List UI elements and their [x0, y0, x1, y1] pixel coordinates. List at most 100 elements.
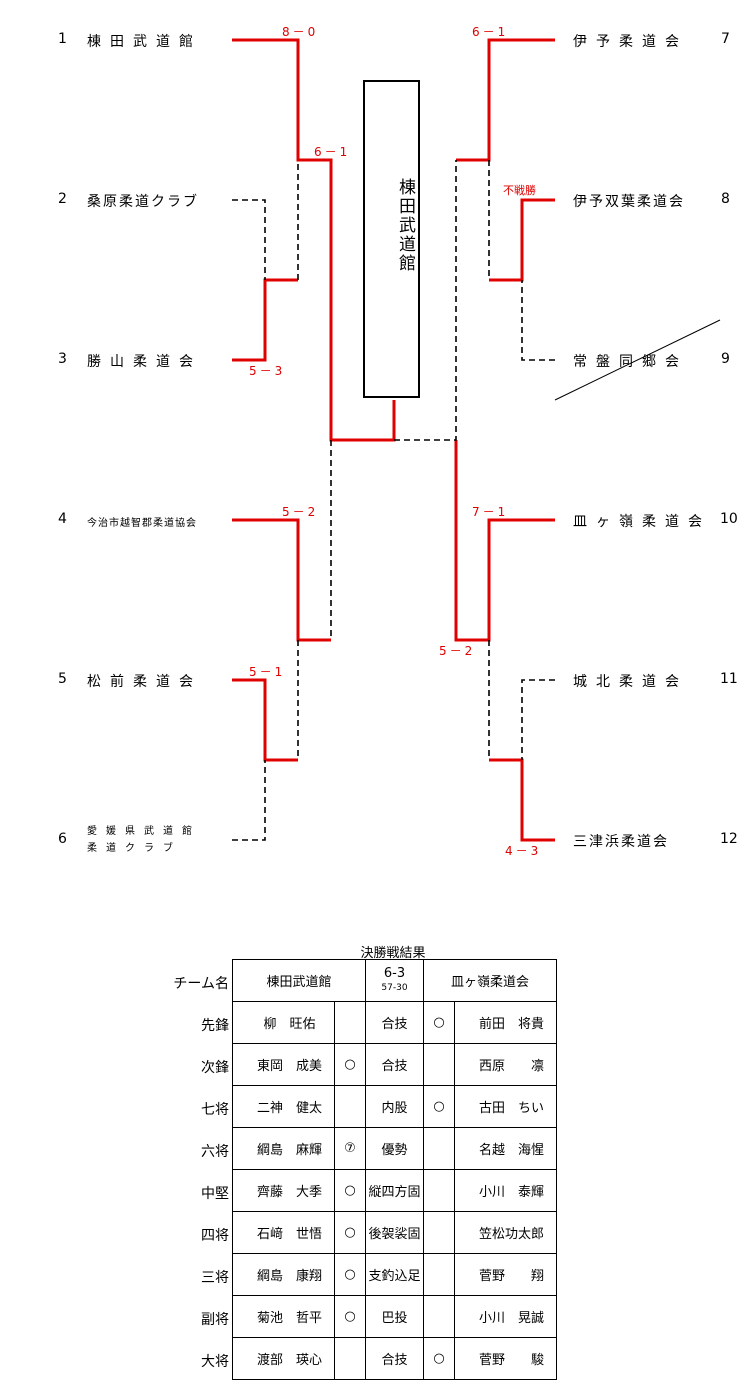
- score-match1: 8－0: [282, 25, 319, 39]
- team-name-10: 皿ヶ嶺柔道会: [573, 514, 711, 530]
- mark-b: ○: [423, 1337, 455, 1380]
- line-team12-win: [489, 758, 555, 842]
- champion-box: 棟田武道館: [363, 80, 420, 398]
- mark-a: ⑦: [334, 1127, 366, 1170]
- line-team6-lose: [232, 760, 266, 841]
- technique: 優勢: [365, 1127, 424, 1170]
- team-name-9: 常盤同郷会: [573, 354, 688, 370]
- team-name-4: 今治市越智郡柔道協会: [87, 518, 197, 529]
- player-a: 綱島 麻輝: [232, 1127, 335, 1170]
- team-num-9: 9: [721, 351, 730, 367]
- score-match10: 7－1: [472, 505, 509, 519]
- player-a: 綱島 康翔: [232, 1253, 335, 1296]
- team-b-name: 皿ヶ嶺柔道会: [423, 959, 557, 1002]
- line-team7-win: [456, 38, 555, 162]
- mark-a: ○: [334, 1211, 366, 1254]
- team-name-5: 松前柔道会: [87, 674, 202, 690]
- result-table: 棟田武道館 6-3 57-30 皿ヶ嶺柔道会 柳 旺佑 合技 ○ 前田 将貴 東…: [232, 959, 557, 1380]
- position-label: 先鋒: [201, 1018, 229, 1034]
- score-match5: 5－1: [249, 665, 286, 679]
- technique: 支釣込足: [365, 1253, 424, 1296]
- player-a: 二神 健太: [232, 1085, 335, 1128]
- mark-a: [334, 1085, 366, 1128]
- technique: 合技: [365, 1001, 424, 1044]
- team-name-12: 三津浜柔道会: [573, 834, 669, 850]
- score-match12: 4－3: [505, 844, 542, 858]
- mark-b: [423, 1127, 455, 1170]
- player-b: 古田 ちい: [454, 1085, 557, 1128]
- team-num-3: 3: [58, 351, 67, 367]
- player-a: 東岡 成美: [232, 1043, 335, 1086]
- team-num-6: 6: [58, 831, 67, 847]
- player-a: 渡部 瑛心: [232, 1337, 335, 1380]
- team-name-6-line1: 愛媛県武道館: [87, 826, 201, 837]
- technique: 後袈裟固: [365, 1211, 424, 1254]
- bracket-lines: [232, 38, 721, 842]
- line-team3-win: [232, 278, 298, 362]
- player-a: 石﨑 世悟: [232, 1211, 335, 1254]
- team-num-7: 7: [721, 31, 730, 47]
- line-team4-win: [232, 518, 331, 642]
- player-b: 菅野 翔: [454, 1253, 557, 1296]
- position-label: 大将: [201, 1354, 229, 1370]
- player-b: 名越 海惺: [454, 1127, 557, 1170]
- team-num-8: 8: [721, 191, 730, 207]
- player-b: 小川 泰輝: [454, 1169, 557, 1212]
- team-name-11: 城北柔道会: [573, 674, 688, 690]
- mark-a: ○: [334, 1295, 366, 1338]
- line-team2-lose: [232, 199, 266, 280]
- line-team8-win: [489, 198, 555, 282]
- team-label: チーム名: [173, 976, 229, 992]
- strike-line-team9: [554, 319, 721, 401]
- team-num-5: 5: [58, 671, 67, 687]
- position-label: 三将: [201, 1270, 229, 1286]
- score-match7: 6－1: [472, 25, 509, 39]
- player-a: 菊池 哲平: [232, 1295, 335, 1338]
- table-row: 二神 健太 内股 ○ 古田 ちい: [232, 1085, 557, 1128]
- team-num-12: 12: [720, 831, 738, 847]
- champion-name: 棟田武道館: [395, 178, 415, 273]
- final-score: 6-3 57-30: [365, 959, 424, 1002]
- player-a: 齊藤 大季: [232, 1169, 335, 1212]
- team-name-2: 桑原柔道クラブ: [87, 194, 199, 210]
- mark-b: [423, 1295, 455, 1338]
- table-row: 東岡 成美 ○ 合技 西原 凛: [232, 1043, 557, 1086]
- mark-b: ○: [423, 1001, 455, 1044]
- player-b: 西原 凛: [454, 1043, 557, 1086]
- mark-a: [334, 1337, 366, 1380]
- mark-a: ○: [334, 1253, 366, 1296]
- player-b: 笠松功太郎: [454, 1211, 557, 1254]
- line-team5-win: [232, 678, 298, 762]
- mark-a: ○: [334, 1043, 366, 1086]
- mark-b: [423, 1043, 455, 1086]
- score-match4: 5－2: [282, 505, 319, 519]
- score-semi-left-top: 6－1: [314, 145, 351, 159]
- mark-b: [423, 1253, 455, 1296]
- table-row: 石﨑 世悟 ○ 後袈裟固 笠松功太郎: [232, 1211, 557, 1254]
- team-num-10: 10: [720, 511, 738, 527]
- technique: 内股: [365, 1085, 424, 1128]
- team-a-name: 棟田武道館: [232, 959, 366, 1002]
- team-num-11: 11: [720, 671, 738, 687]
- team-name-1: 棟田武道館: [87, 34, 202, 50]
- line-team10-win: [454, 440, 555, 642]
- team-name-6: 愛媛県武道館 柔道クラブ: [87, 823, 201, 857]
- technique: 縦四方固: [365, 1169, 424, 1212]
- player-b: 菅野 駿: [454, 1337, 557, 1380]
- team-num-2: 2: [58, 191, 67, 207]
- line-final-right-lose: [394, 160, 457, 441]
- position-label: 七将: [201, 1102, 229, 1118]
- position-label: 中堅: [201, 1186, 229, 1202]
- technique: 合技: [365, 1337, 424, 1380]
- technique: 巴投: [365, 1295, 424, 1338]
- mark-b: [423, 1211, 455, 1254]
- team-num-1: 1: [58, 31, 67, 47]
- table-row: 柳 旺佑 合技 ○ 前田 将貴: [232, 1001, 557, 1044]
- team-name-7: 伊予柔道会: [573, 34, 688, 50]
- mark-b: ○: [423, 1085, 455, 1128]
- table-row: 渡部 瑛心 合技 ○ 菅野 駿: [232, 1337, 557, 1380]
- mark-a: [334, 1001, 366, 1044]
- position-label: 次鋒: [201, 1060, 229, 1076]
- final-score-sub: 57-30: [381, 982, 408, 993]
- result-title: 決勝戦結果: [360, 946, 426, 961]
